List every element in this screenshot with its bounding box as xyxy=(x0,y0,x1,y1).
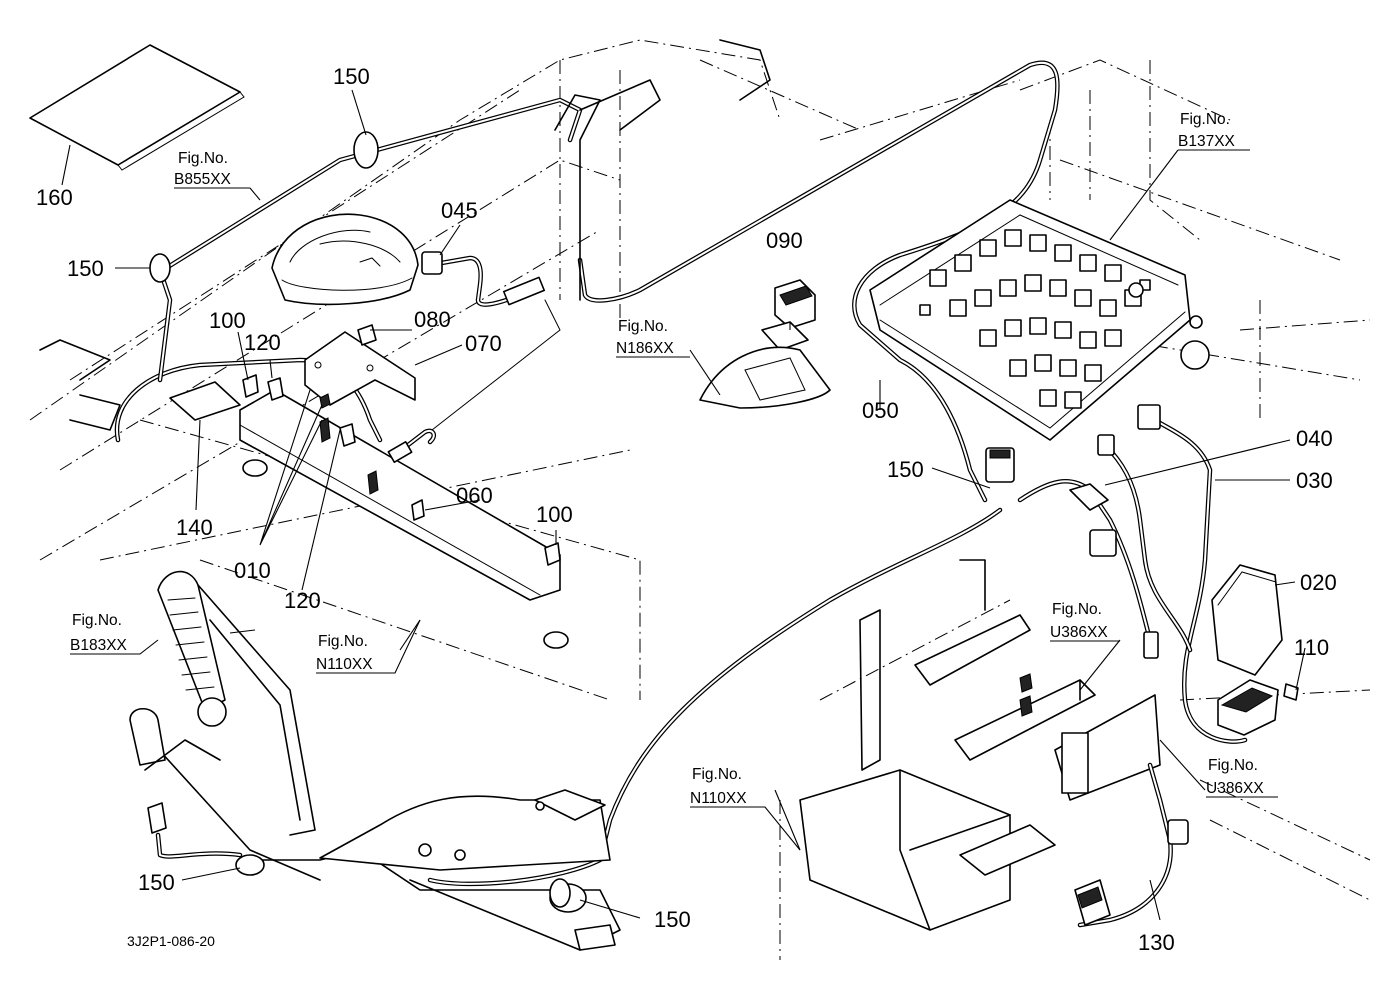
figref-b855[interactable]: Fig.No. B855XX xyxy=(174,150,250,189)
callout-020: 020 xyxy=(1300,570,1337,595)
svg-text:Fig.No.: Fig.No. xyxy=(178,150,228,167)
drawing-code: 3J2P1-086-20 xyxy=(127,933,215,949)
svg-text:Fig.No.: Fig.No. xyxy=(692,766,742,783)
leader-lines xyxy=(61,89,1306,921)
callout-160: 160 xyxy=(36,185,73,210)
figref-b137[interactable]: Fig.No. B137XX xyxy=(1178,111,1250,151)
label-plate-140 xyxy=(169,381,241,421)
callout-100-upper: 100 xyxy=(209,308,246,333)
fuse-relay-array xyxy=(919,229,1151,409)
clamp-150-lower-right xyxy=(549,878,571,908)
callout-050: 050 xyxy=(862,398,899,423)
svg-text:Fig.No.: Fig.No. xyxy=(1208,757,1258,774)
svg-text:N186XX: N186XX xyxy=(616,340,674,357)
antenna-cable-045 xyxy=(421,251,546,307)
callout-labels: 160 150 150 045 100 120 080 070 140 010 … xyxy=(36,64,1337,955)
callout-110: 110 xyxy=(1294,635,1329,660)
svg-text:Fig.No.: Fig.No. xyxy=(318,633,368,650)
lower-bracket-u386 xyxy=(914,614,1161,801)
figref-n110-left[interactable]: Fig.No. N110XX xyxy=(316,619,421,674)
svg-text:Fig.No.: Fig.No. xyxy=(618,318,668,335)
mounting-bar-060 xyxy=(239,374,569,649)
svg-text:B137XX: B137XX xyxy=(1178,133,1236,150)
svg-text:U386XX: U386XX xyxy=(1050,624,1108,641)
svg-text:Fig.No.: Fig.No. xyxy=(1052,601,1102,618)
harness-030-040 xyxy=(985,404,1248,744)
callout-150-left: 150 xyxy=(67,256,104,281)
callout-150-lower-left: 150 xyxy=(138,870,175,895)
cab-post xyxy=(39,39,771,431)
callout-150-top: 150 xyxy=(333,64,370,89)
jumper-cable xyxy=(387,299,561,463)
switch-090 xyxy=(761,279,816,351)
figref-n110-right[interactable]: Fig.No. N110XX xyxy=(690,766,801,851)
cable-130 xyxy=(1074,762,1189,928)
clamp-150-top xyxy=(353,131,379,169)
callout-040: 040 xyxy=(1296,426,1333,451)
lever-grip-ridges xyxy=(167,597,215,691)
callout-130: 130 xyxy=(1138,930,1175,955)
callout-090: 090 xyxy=(766,228,803,253)
callout-150-lower-right: 150 xyxy=(654,907,691,932)
svg-text:U386XX: U386XX xyxy=(1206,780,1264,797)
controller-unit-020 xyxy=(1211,564,1299,736)
figref-n186[interactable]: Fig.No. N186XX xyxy=(616,318,690,358)
callout-120-lower: 120 xyxy=(284,588,321,613)
operator-manual-sheet xyxy=(29,44,245,171)
callout-080: 080 xyxy=(414,307,451,332)
callout-120-upper: 120 xyxy=(244,330,281,355)
callout-060: 060 xyxy=(456,483,493,508)
callout-010: 010 xyxy=(234,558,271,583)
svg-text:Fig.No.: Fig.No. xyxy=(1180,111,1230,128)
step-frame xyxy=(799,559,1056,931)
callout-150-center: 150 xyxy=(887,457,924,482)
callout-100-lower: 100 xyxy=(536,502,573,527)
fuse-relay-box xyxy=(869,199,1210,441)
svg-text:Fig.No.: Fig.No. xyxy=(72,612,122,629)
callout-070: 070 xyxy=(465,331,502,356)
figure-references: Fig.No. B855XX Fig.No. B137XX Fig.No. N1… xyxy=(70,111,1278,851)
callout-045: 045 xyxy=(441,198,478,223)
accelerator-lever xyxy=(129,570,321,881)
svg-text:N110XX: N110XX xyxy=(690,790,747,807)
callout-030: 030 xyxy=(1296,468,1333,493)
figref-u386-lower[interactable]: Fig.No. U386XX xyxy=(1206,757,1278,798)
figref-u386-upper[interactable]: Fig.No. U386XX xyxy=(1050,601,1120,642)
gps-receiver xyxy=(271,213,419,306)
figref-b183[interactable]: Fig.No. B183XX xyxy=(70,612,159,655)
svg-text:B183XX: B183XX xyxy=(70,637,128,654)
clamp-150-left xyxy=(149,253,171,283)
svg-text:B855XX: B855XX xyxy=(174,171,232,188)
switch-panel-n186 xyxy=(699,346,831,409)
svg-text:N110XX: N110XX xyxy=(316,656,373,673)
clamp-150-lower-left xyxy=(235,854,265,876)
callout-140: 140 xyxy=(176,515,213,540)
